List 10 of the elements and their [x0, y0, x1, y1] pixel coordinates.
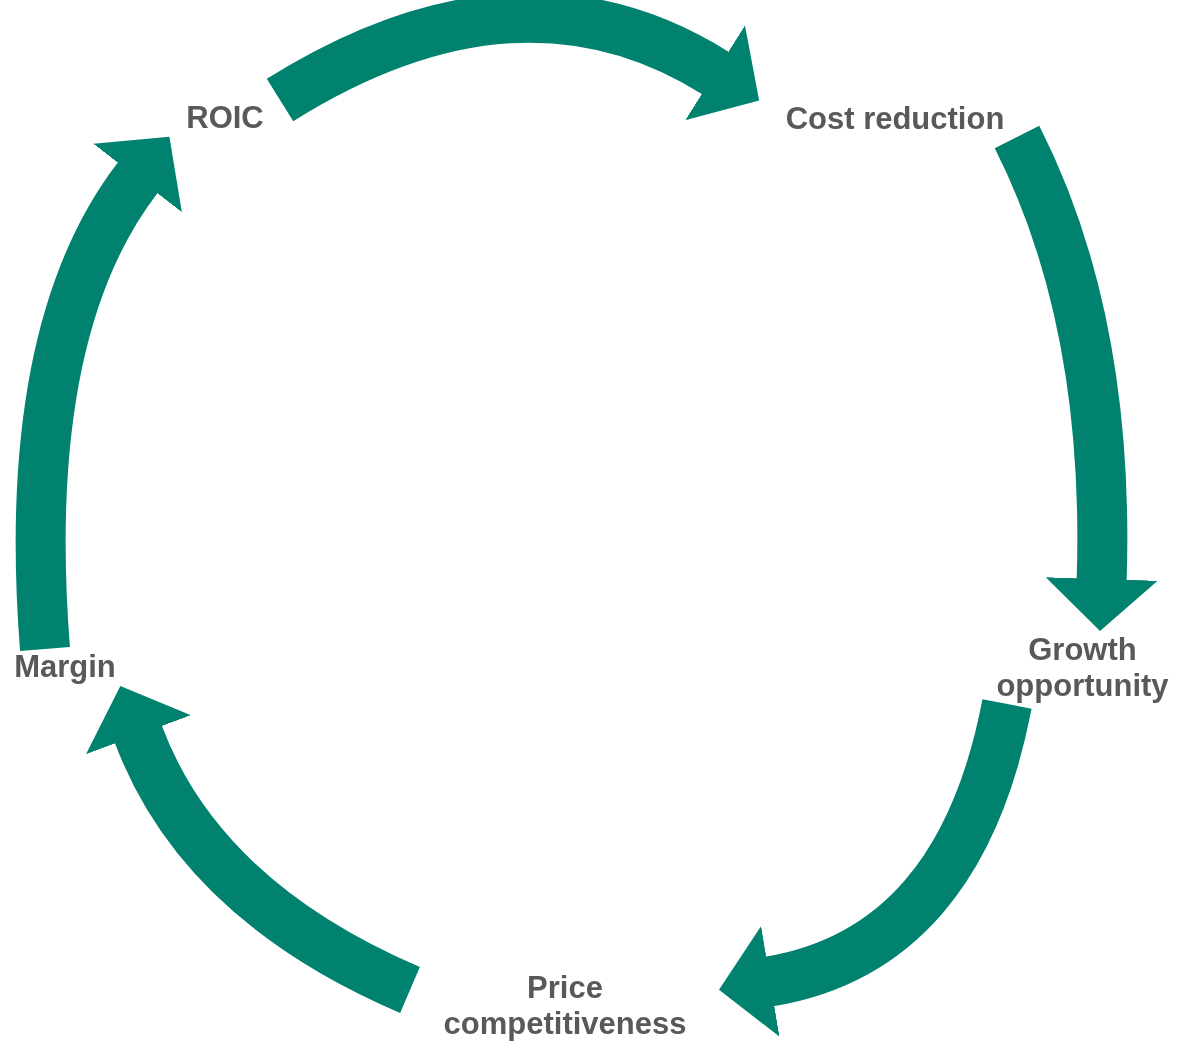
cycle-label: Growth opportunity: [975, 632, 1183, 704]
curved-arrow: [719, 698, 1032, 1036]
cycle-label: ROIC: [170, 100, 280, 136]
cycle-label: Price competitiveness: [410, 970, 720, 1042]
cycle-label: Margin: [0, 649, 130, 685]
cycle-label: Cost reduction: [760, 101, 1030, 137]
curved-arrow: [86, 686, 421, 1013]
curved-arrow: [994, 126, 1158, 631]
curved-arrow: [267, 0, 761, 122]
curved-arrow: [15, 135, 184, 651]
